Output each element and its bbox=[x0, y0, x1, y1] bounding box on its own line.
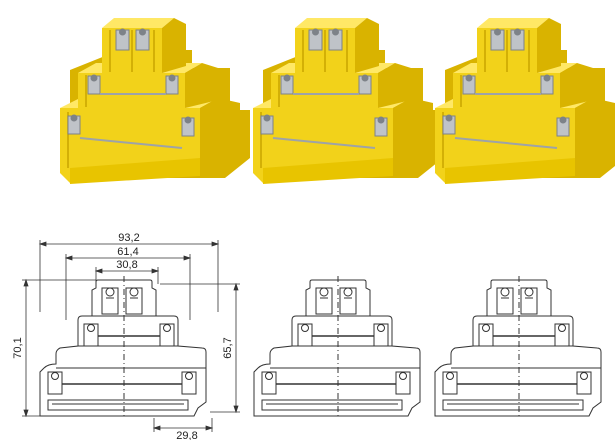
technical-drawing-3 bbox=[434, 275, 602, 419]
dimension-overall-width: 93,2 bbox=[118, 232, 139, 244]
dimension-top-width: 30,8 bbox=[116, 259, 137, 271]
dimension-lines bbox=[22, 240, 240, 432]
product-photo-3 bbox=[434, 17, 615, 185]
product-photo-2 bbox=[252, 17, 444, 185]
technical-drawing-2 bbox=[253, 275, 421, 419]
dimension-overall-height: 70,1 bbox=[12, 337, 24, 358]
dimension-base-offset: 29,8 bbox=[176, 430, 197, 440]
technical-drawing-dimensioned bbox=[39, 275, 207, 419]
dimension-middle-width: 61,4 bbox=[117, 246, 138, 258]
dimension-rail-height: 65,7 bbox=[222, 337, 234, 358]
product-photo-1 bbox=[59, 17, 251, 185]
